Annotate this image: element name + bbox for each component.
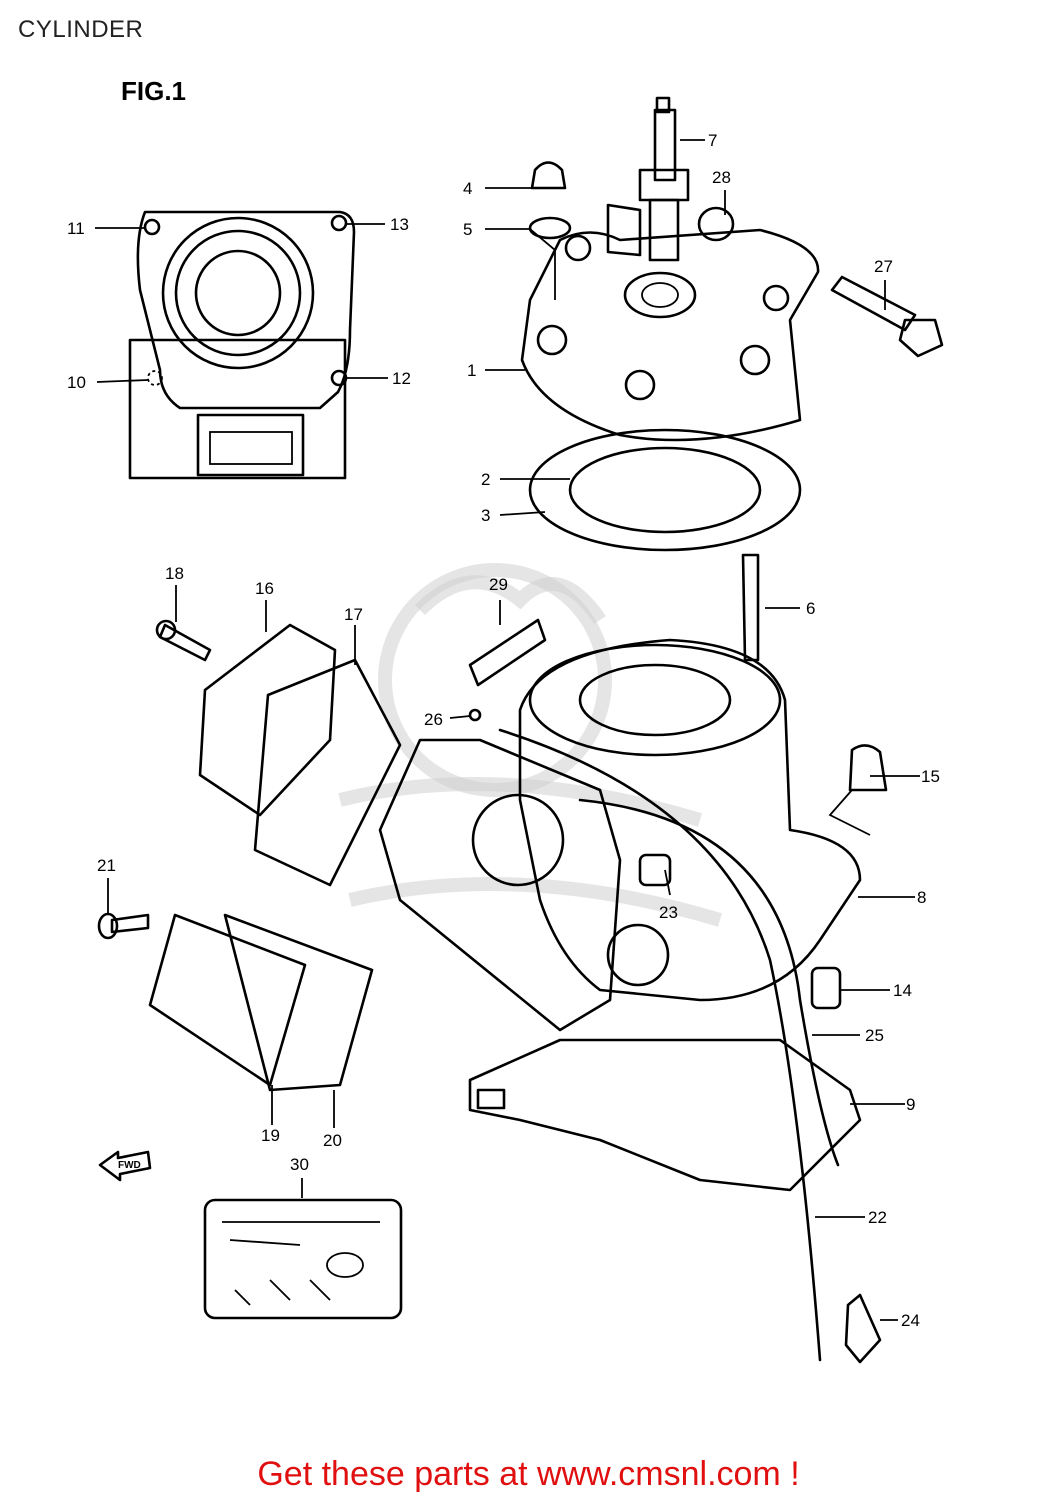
callout-30: 30 [290,1155,309,1174]
figure-label: FIG.1 [121,76,187,106]
cylinder-body [378,638,862,1032]
forward-arrow-icon: FWD [98,1150,152,1182]
spark-plug [638,96,690,262]
nut [697,206,735,242]
exhaust-gasket [198,623,337,817]
cylinder-top-view [128,210,356,480]
callout-20: 20 [323,1131,342,1150]
callout-19: 19 [261,1126,280,1145]
callout-10: 10 [67,373,86,392]
callout-14: 14 [893,981,912,1000]
callout-labels: 1 2 3 4 5 6 7 8 9 10 11 12 13 14 15 16 1… [67,131,940,1330]
callout-4: 4 [463,179,472,198]
cover-gasket [223,913,374,1092]
base-gasket [468,1038,862,1192]
callout-25: 25 [865,1026,884,1045]
callout-9: 9 [906,1095,915,1114]
callout-5: 5 [463,220,472,239]
head-gasket [568,446,762,534]
callout-28: 28 [712,168,731,187]
page-title: CYLINDER [18,16,144,43]
callout-18: 18 [165,564,184,583]
callout-27: 27 [874,257,893,276]
clip [468,708,482,722]
head-o-ring [528,428,802,552]
callout-29: 29 [489,575,508,594]
callout-6: 6 [806,599,815,618]
head-bolt [830,275,944,358]
callout-23: 23 [659,903,678,922]
callout-24: 24 [901,1311,920,1330]
breather-hose [498,728,822,1362]
label-card [203,1198,403,1320]
callout-1: 1 [467,361,476,380]
screw [97,912,150,940]
collar [810,966,842,1010]
cylinder-head [520,203,820,442]
callout-13: 13 [390,215,409,234]
leader-lines [95,139,920,1321]
callout-22: 22 [868,1208,887,1227]
callout-2: 2 [481,470,490,489]
plate [468,618,547,687]
callout-16: 16 [255,579,274,598]
washer [528,216,572,240]
callout-12: 12 [392,369,411,388]
footer-link[interactable]: Get these parts at www.cmsnl.com ! [257,1455,800,1493]
callout-3: 3 [481,506,490,525]
stud [741,553,760,662]
breather-tube [578,798,840,1167]
bolt [155,619,212,662]
callout-11: 11 [67,219,85,238]
clamp [638,853,672,887]
flange-nut [848,744,888,792]
base-gasket-port [476,1088,506,1110]
cap-nut [530,161,567,190]
callout-15: 15 [921,767,940,786]
watermark-logo [338,563,723,927]
callout-7: 7 [708,131,717,150]
cover-plate [148,913,307,1087]
callout-17: 17 [344,605,363,624]
callout-8: 8 [917,888,926,907]
hose-clip [844,1293,882,1364]
exhaust-cover-gasket [253,658,402,887]
fwd-label: FWD [118,1160,141,1171]
callout-21: 21 [97,856,116,875]
callout-26: 26 [424,710,443,729]
